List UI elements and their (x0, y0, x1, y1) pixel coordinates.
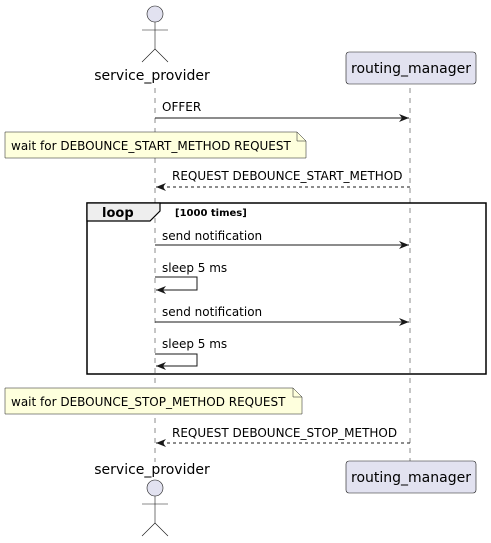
participant-label-routing-manager-top: routing_manager (351, 61, 471, 77)
message-sleep-1: sleep 5 ms (155, 261, 227, 294)
message-label-offer: OFFER (162, 100, 201, 114)
actor-label-service-provider-bottom: service_provider (94, 462, 210, 478)
loop-border (86, 202, 487, 375)
actor-leg-left (141, 522, 156, 537)
note-text-wait-start: wait for DEBOUNCE_START_METHOD REQUEST (11, 139, 292, 153)
message-send-notification-2: send notification (155, 305, 409, 326)
message-label-send-notification-2: send notification (162, 305, 262, 319)
actor-service-provider-bottom: service_provider (94, 462, 210, 537)
note-corner (296, 132, 306, 142)
loop-keyword: loop (102, 206, 134, 221)
participant-routing-manager-top: routing_manager (345, 51, 477, 85)
note-shape (4, 131, 307, 159)
loop-tab (86, 202, 161, 222)
participant-box (345, 51, 477, 85)
message-label-request-stop: REQUEST DEBOUNCE_STOP_METHOD (172, 426, 397, 440)
note-wait-start: wait for DEBOUNCE_START_METHOD REQUEST (4, 131, 307, 159)
message-send-notification-1: send notification (155, 229, 409, 249)
self-arrow (155, 276, 198, 294)
actor-leg-left (141, 48, 156, 63)
message-request-start: REQUEST DEBOUNCE_START_METHOD (156, 169, 410, 191)
message-label-sleep-2: sleep 5 ms (162, 337, 227, 351)
participant-box (345, 460, 477, 494)
note-shape (4, 387, 303, 415)
message-label-request-start: REQUEST DEBOUNCE_START_METHOD (172, 169, 403, 183)
actor-leg-right (154, 522, 169, 537)
message-request-stop: REQUEST DEBOUNCE_STOP_METHOD (156, 426, 410, 447)
message-label-send-notification-1: send notification (162, 229, 262, 243)
note-text-wait-stop: wait for DEBOUNCE_STOP_METHOD REQUEST (11, 395, 286, 409)
message-label-sleep-1: sleep 5 ms (162, 261, 227, 275)
loop-condition: [1000 times] (175, 208, 247, 219)
message-sleep-2: sleep 5 ms (155, 337, 227, 370)
note-wait-stop: wait for DEBOUNCE_STOP_METHOD REQUEST (4, 387, 303, 415)
actor-label-service-provider-top: service_provider (94, 68, 210, 84)
message-offer: OFFER (155, 100, 409, 122)
note-corner (292, 388, 302, 398)
participant-label-routing-manager-bottom: routing_manager (351, 470, 471, 486)
self-arrow (155, 353, 198, 370)
actor-service-provider-top: service_provider (94, 5, 210, 84)
actor-head (146, 479, 164, 497)
loop-frame: loop [1000 times] (86, 202, 487, 375)
actor-head (146, 5, 164, 23)
actor-leg-right (154, 48, 169, 63)
participant-routing-manager-bottom: routing_manager (345, 460, 477, 494)
